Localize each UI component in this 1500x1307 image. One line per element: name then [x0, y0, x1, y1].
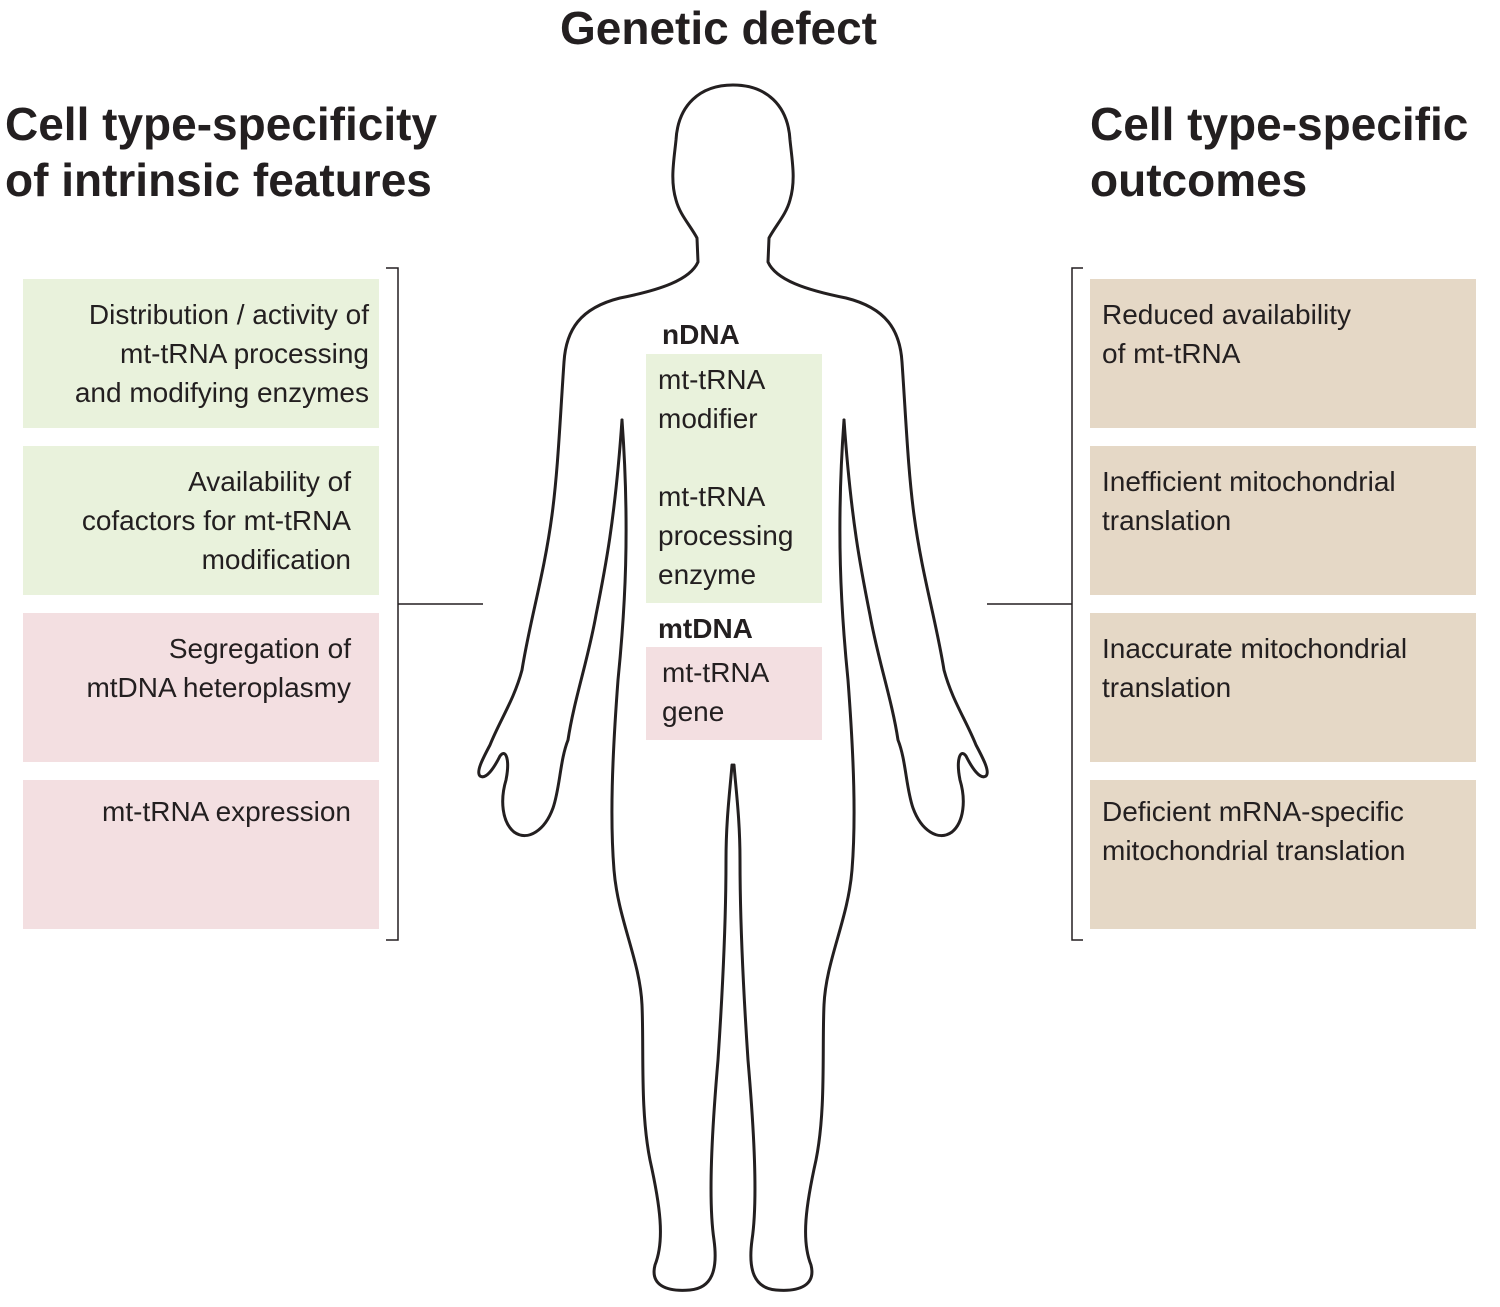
left-heading: Cell type-specificity of intrinsic featu… — [5, 98, 438, 206]
right-item-inaccurate-translation: Inaccurate mitochondrial translation — [1090, 613, 1476, 762]
left-item-heteroplasmy: Segregation of mtDNA heteroplasmy — [23, 613, 379, 762]
human-body-outline-icon — [477, 83, 989, 1292]
left-item-expression: mt-tRNA expression — [23, 780, 379, 929]
right-heading: Cell type-specific outcomes — [1090, 98, 1469, 206]
mtdna-box: mt-tRNA gene — [646, 647, 822, 740]
right-item-inefficient-translation: Inefficient mitochondrial translation — [1090, 446, 1476, 595]
ndna-label: nDNA — [662, 319, 740, 350]
ndna-box: mt-tRNA modifier mt-tRNA processing enzy… — [646, 354, 822, 603]
mtdna-label: mtDNA — [658, 613, 753, 644]
left-item-enzymes: Distribution / activity of mt-tRNA proce… — [23, 279, 379, 428]
ndna-item-processing-enzyme: mt-tRNA processing enzyme — [658, 481, 794, 590]
mtdna-item-gene: mt-tRNA gene — [662, 657, 770, 727]
right-item-deficient-translation: Deficient mRNA-specific mitochondrial tr… — [1090, 780, 1476, 929]
right-item-reduced-availability: Reduced availability of mt-tRNA — [1090, 279, 1476, 428]
ndna-item-modifier: mt-tRNA modifier — [658, 364, 766, 434]
left-bracket — [386, 267, 483, 941]
diagram-title: Genetic defect — [560, 2, 877, 54]
left-item-cofactors: Availability of cofactors for mt-tRNA mo… — [23, 446, 379, 595]
right-bracket — [987, 267, 1083, 941]
